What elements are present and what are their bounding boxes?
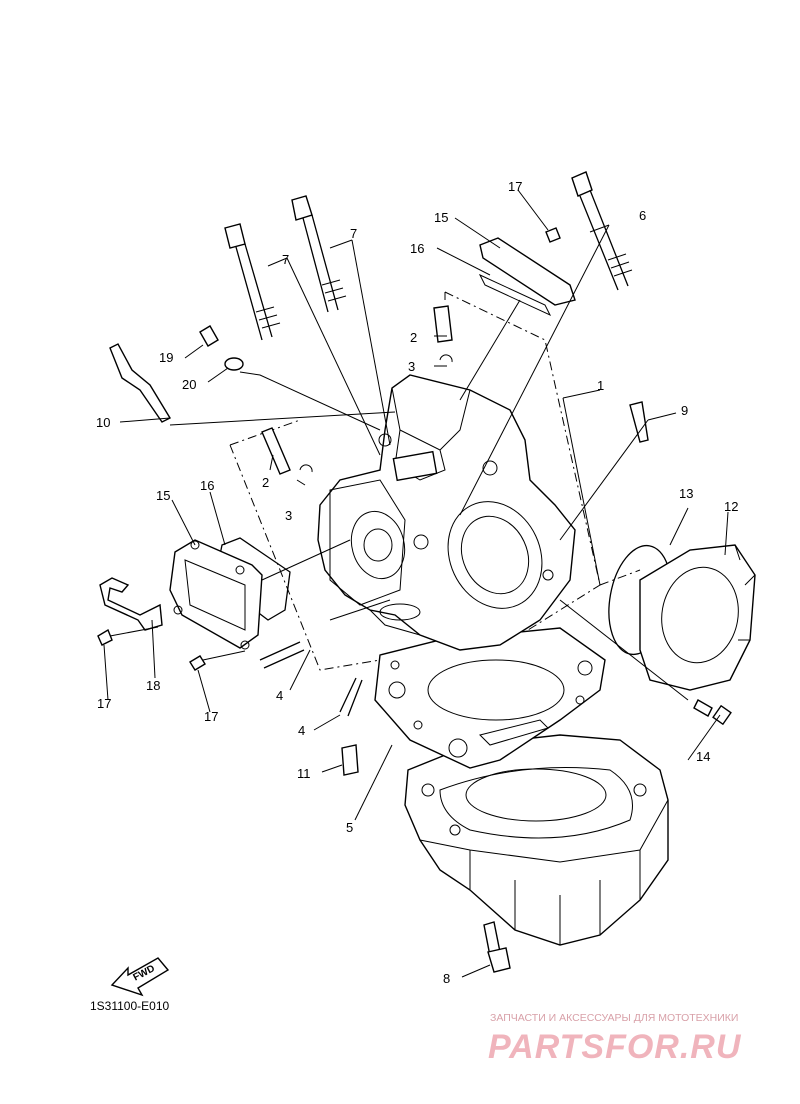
studs-and-dowels: [259, 641, 511, 973]
right-cover-parts: [608, 544, 756, 726]
top-valve-cover-parts: [478, 227, 576, 317]
diagram-code: 1S31100-E010: [90, 999, 170, 1013]
fwd-arrow-icon: FWD: [110, 957, 170, 997]
cylinder-head: [317, 374, 576, 651]
callout-labels: 1 2 2 3 3 4 4 5 6 7 7 8 9 10 11 12 13 14…: [96, 179, 738, 986]
callout-17: 17: [508, 179, 522, 194]
callout-10: 10: [96, 415, 110, 430]
callout-15: 15: [156, 488, 170, 503]
callout-4: 4: [276, 688, 283, 703]
callout-17: 17: [204, 709, 218, 724]
head-bolts: [224, 171, 633, 341]
spark-plug-and-small-parts: [109, 305, 649, 475]
watermark-tagline: ЗАПЧАСТИ И АКСЕССУАРЫ ДЛЯ МОТОТЕХНИКИ: [490, 1012, 738, 1024]
callout-1: 1: [597, 378, 604, 393]
callout-19: 19: [159, 350, 173, 365]
callout-16: 16: [200, 478, 214, 493]
left-valve-cover-parts: [97, 537, 291, 671]
callout-16: 16: [410, 241, 424, 256]
watermark: ЗАПЧАСТИ И АКСЕССУАРЫ ДЛЯ МОТОТЕХНИКИ PA…: [488, 1012, 742, 1066]
callout-11: 11: [297, 766, 311, 781]
callout-20: 20: [182, 377, 196, 392]
callout-8: 8: [443, 971, 450, 986]
callout-13: 13: [679, 486, 693, 501]
callout-5: 5: [346, 820, 353, 835]
cylinder-block: [404, 734, 669, 946]
callout-14: 14: [696, 749, 710, 764]
callout-9: 9: [681, 403, 688, 418]
callout-4: 4: [298, 723, 305, 738]
callout-18: 18: [146, 678, 160, 693]
leader-lines: [103, 189, 729, 978]
callout-3: 3: [285, 508, 292, 523]
callout-15: 15: [434, 210, 448, 225]
callout-3: 3: [408, 359, 415, 374]
callout-2: 2: [410, 330, 417, 345]
watermark-brand: PARTSFOR.RU: [488, 1028, 742, 1066]
callout-2: 2: [262, 475, 269, 490]
callout-17: 17: [97, 696, 111, 711]
callout-7: 7: [282, 252, 289, 267]
callout-6: 6: [639, 208, 646, 223]
callout-12: 12: [724, 499, 738, 514]
callout-7: 7: [350, 226, 357, 241]
